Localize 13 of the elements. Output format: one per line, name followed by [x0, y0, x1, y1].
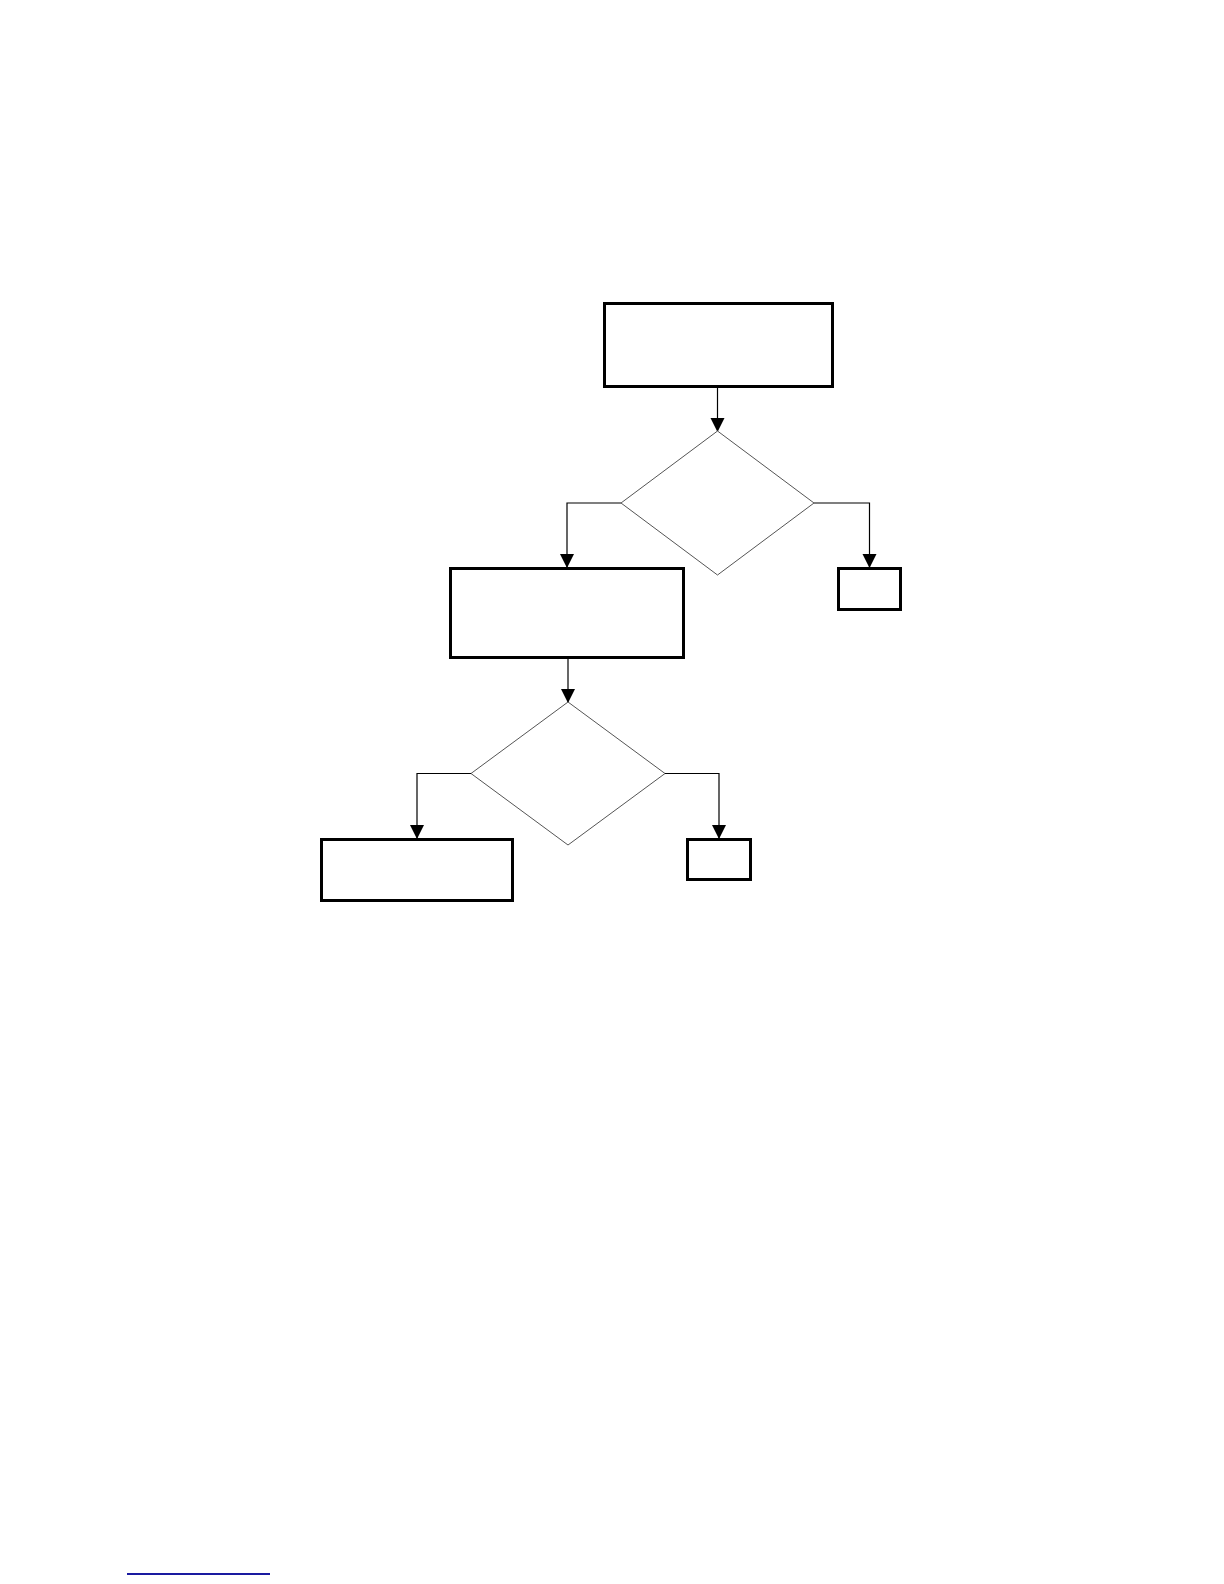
- process-box: [837, 567, 902, 611]
- arrow: [710, 387, 725, 432]
- arrow: [664, 772, 726, 839]
- arrow: [561, 658, 575, 703]
- process-box: [603, 302, 834, 388]
- arrow: [560, 502, 622, 568]
- process-box: [686, 838, 752, 881]
- process-box: [320, 838, 514, 902]
- decision-diamond: [621, 431, 814, 575]
- arrow: [813, 502, 877, 568]
- decision-diamond: [471, 702, 665, 845]
- arrow: [410, 772, 472, 839]
- process-box: [449, 567, 685, 659]
